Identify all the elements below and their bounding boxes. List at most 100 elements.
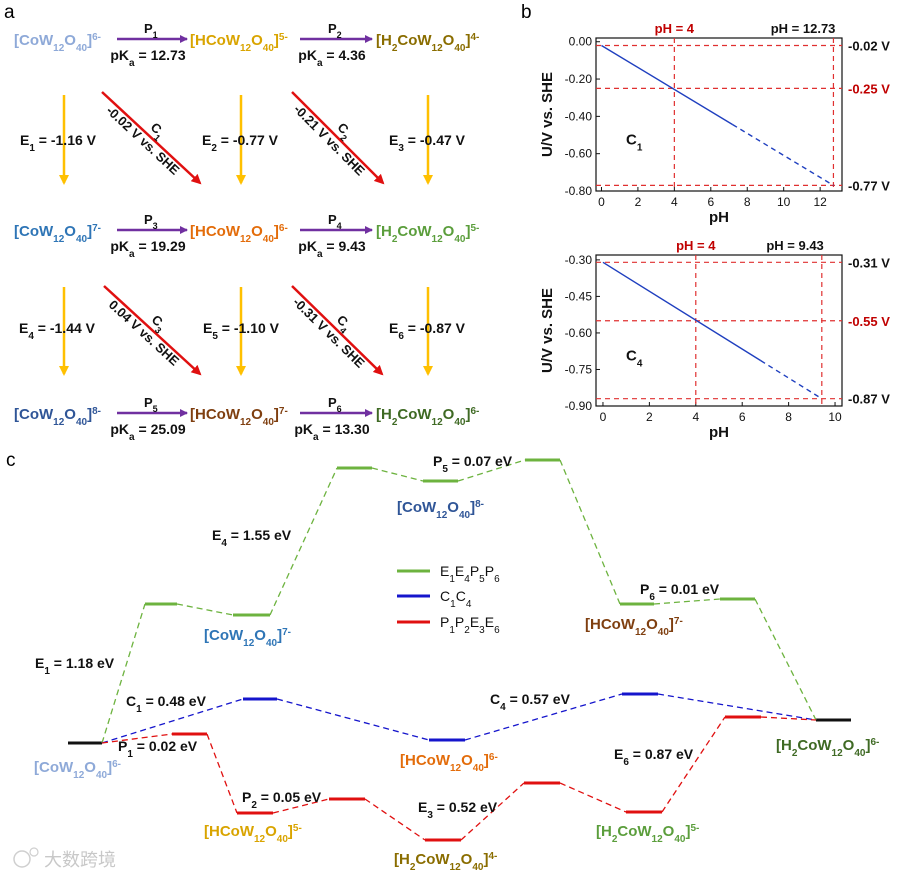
y-tick-label: -0.75	[565, 362, 593, 376]
text-run: a	[129, 249, 135, 260]
text-run: = -1.10 V	[218, 320, 280, 336]
text-run: 6-	[279, 223, 288, 234]
proton-step-label: P1	[144, 21, 158, 40]
text-run: 40	[76, 417, 88, 428]
energy-species-label: [HCoW12O40]7-	[585, 616, 683, 638]
energy-connector	[269, 467, 338, 616]
text-run: O	[461, 851, 473, 868]
text-run: ]	[277, 627, 282, 644]
text-run: 1	[44, 666, 50, 677]
text-run: ]	[470, 499, 475, 516]
proton-step-label: P4	[328, 212, 342, 231]
concerted-step-arrow	[291, 91, 385, 185]
text-run: [CoW	[14, 406, 54, 423]
x-axis-label: pH	[709, 424, 729, 441]
text-run: ]	[87, 32, 92, 49]
species-formula: [CoW12O40]6-	[14, 32, 101, 54]
species-formula: [CoW12O40]7-	[14, 223, 101, 245]
text-run: 12	[53, 234, 65, 245]
energy-connector	[559, 459, 621, 605]
panel-label-b: b	[521, 2, 532, 23]
text-run: a	[129, 58, 135, 69]
text-run: 2	[211, 143, 217, 154]
text-run: = 9.43	[323, 238, 366, 254]
text-run: 4	[466, 599, 472, 610]
pka-label: pKa = 12.73	[110, 47, 185, 69]
text-run: 7-	[279, 406, 288, 417]
text-run: 5-	[690, 823, 699, 834]
text-run: P	[144, 395, 153, 410]
text-run: = 0.05 eV	[257, 789, 322, 805]
text-run: O	[251, 223, 263, 240]
concerted-step-arrow	[103, 285, 202, 376]
text-run: ]	[484, 752, 489, 769]
potential-value-label: -0.55 V	[848, 314, 890, 329]
text-run: 4	[28, 331, 34, 342]
text-run: 2	[792, 748, 798, 759]
text-run: C	[490, 691, 500, 707]
energy-step-label: C4 = 0.57 eV	[490, 691, 571, 713]
text-run: 6-	[470, 406, 479, 417]
energy-connector	[754, 598, 817, 721]
species-formula: [H2CoW12O40]6-	[376, 406, 479, 428]
energy-step-label: E3 = 0.52 eV	[418, 799, 498, 821]
text-run: [H	[376, 406, 392, 423]
text-run: 2	[392, 234, 398, 245]
text-run: = -1.44 V	[34, 320, 96, 336]
electron-step-label: E1 = -1.16 V	[20, 132, 97, 154]
text-run: CoW	[397, 406, 432, 423]
text-run: = 0.48 eV	[142, 693, 207, 709]
text-run: O	[254, 627, 266, 644]
text-run: = 0.87 eV	[629, 746, 694, 762]
text-run: O	[251, 32, 263, 49]
energy-connector	[559, 782, 627, 813]
text-run: 6	[398, 331, 404, 342]
pka-label: pKa = 9.43	[298, 238, 366, 260]
text-run: = 13.30	[319, 421, 370, 437]
text-run: 6-	[112, 759, 121, 770]
text-run: [H	[376, 223, 392, 240]
pka-label: pKa = 4.36	[298, 47, 366, 69]
text-run: 1	[136, 704, 142, 715]
energy-species-label: [HCoW12O40]5-	[204, 823, 302, 845]
text-run: E	[20, 132, 29, 148]
text-run: 7-	[92, 223, 101, 234]
text-run: CoW	[397, 223, 432, 240]
text-run: ]	[483, 851, 488, 868]
ph-marker-label: pH = 12.73	[771, 21, 836, 36]
text-run: O	[64, 223, 76, 240]
energy-species-label: [CoW12O40]7-	[204, 627, 291, 649]
text-run: 40	[277, 834, 289, 845]
potential-value-label: -0.25 V	[848, 81, 890, 96]
text-run: P	[328, 21, 337, 36]
potential-value-label: -0.77 V	[848, 178, 890, 193]
text-run: 4	[337, 221, 342, 231]
legend-entry: P1P2E3E6	[440, 614, 500, 636]
energy-step-label: P1 = 0.02 eV	[118, 738, 198, 760]
text-run: 3	[427, 810, 433, 821]
text-run: 6	[494, 574, 500, 585]
text-run: 40	[674, 834, 686, 845]
text-run: ]	[274, 32, 279, 49]
electron-step-label: E2 = -0.77 V	[202, 132, 279, 154]
text-run: 12	[432, 417, 444, 428]
text-run: 40	[454, 234, 466, 245]
plot-frame	[595, 254, 843, 407]
concerted-step-potential: -0.31 V vs. SHE	[290, 294, 368, 371]
ph-marker-label: pH = 4	[676, 238, 716, 253]
x-tick-label: 8	[785, 410, 792, 424]
text-run: 2	[337, 30, 342, 40]
series-line-solid	[601, 44, 734, 126]
text-run: 12	[240, 234, 252, 245]
series-label: C4	[626, 348, 643, 370]
species-formula: [H2CoW12O40]4-	[376, 32, 479, 54]
x-axis-label: pH	[709, 209, 729, 226]
text-run: P	[118, 738, 127, 754]
concerted-label-group: C1-0.02 V vs. SHE	[103, 103, 182, 178]
text-run: 6	[337, 404, 342, 414]
text-run: = -1.16 V	[35, 132, 97, 148]
text-run: 3	[398, 143, 404, 154]
text-run: E	[485, 614, 494, 630]
text-run: 12	[832, 748, 844, 759]
text-run: 12	[432, 234, 444, 245]
